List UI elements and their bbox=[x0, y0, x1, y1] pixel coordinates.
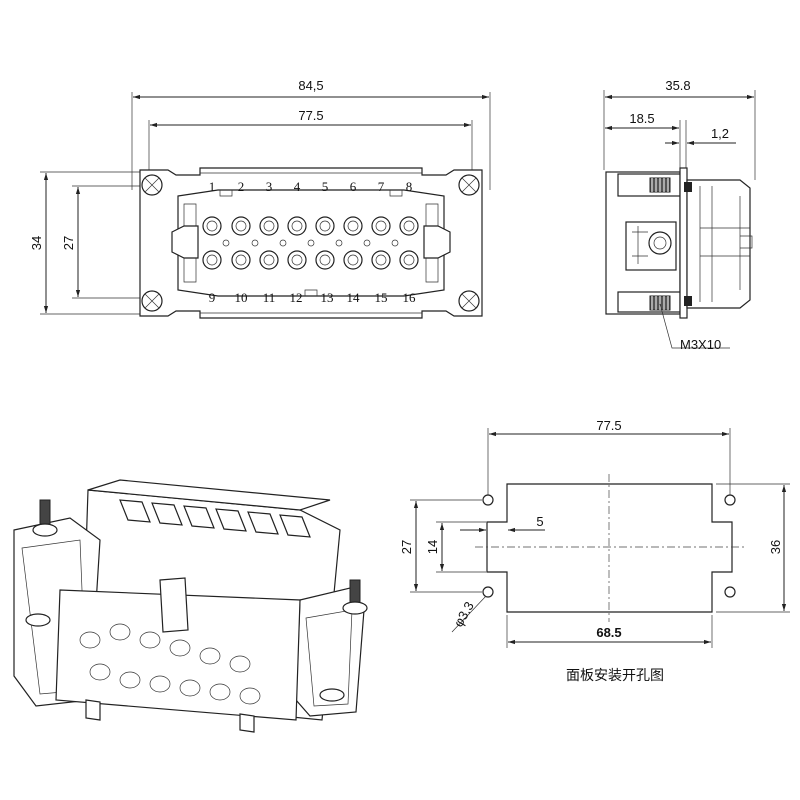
dim-depth-flange: 18.5 bbox=[629, 111, 654, 126]
cutout-view: 77.5 27 14 5 36 68.5 bbox=[399, 418, 790, 684]
contact-insert bbox=[177, 189, 445, 297]
pin-label: 15 bbox=[375, 290, 388, 305]
dim-cutout-overall: 36 bbox=[768, 540, 783, 554]
mounting-hole-icon bbox=[482, 586, 494, 598]
dim-height-inner: 27 bbox=[61, 236, 76, 250]
isometric-view bbox=[13, 479, 368, 733]
dim-depth-overall: 35.8 bbox=[665, 78, 690, 93]
panel-cutout bbox=[486, 483, 733, 613]
pin-label: 8 bbox=[406, 179, 413, 194]
mounting-hole-icon bbox=[724, 586, 736, 598]
screw-size-label: M3X10 bbox=[680, 337, 721, 352]
dim-height-overall: 34 bbox=[29, 236, 44, 250]
screw-icon bbox=[39, 499, 51, 525]
cutout-caption: 面板安装开孔图 bbox=[566, 668, 664, 684]
pin-label: 12 bbox=[290, 290, 303, 305]
front-view: 84,5 77.5 34 27 bbox=[29, 78, 491, 319]
pin-label: 2 bbox=[238, 179, 245, 194]
contact-row-bottom bbox=[202, 250, 419, 270]
mounting-hole-icon bbox=[482, 494, 494, 506]
dim-cutout-inner: 14 bbox=[425, 540, 440, 554]
hole-diameter-label: φ3.3 bbox=[451, 599, 477, 629]
dim-cutout-offset: 5 bbox=[536, 514, 543, 529]
side-insert bbox=[686, 179, 751, 309]
contact-row-top bbox=[202, 216, 419, 236]
lock-pivot-icon bbox=[648, 231, 672, 255]
pin-label: 14 bbox=[347, 290, 361, 305]
dim-flange-thickness: 1,2 bbox=[711, 126, 729, 141]
pin-label: 16 bbox=[403, 290, 417, 305]
pin-label: 9 bbox=[209, 290, 216, 305]
pin-label: 7 bbox=[378, 179, 385, 194]
pin-label: 13 bbox=[321, 290, 334, 305]
pin-label: 3 bbox=[266, 179, 273, 194]
dim-cutout-holes: 77.5 bbox=[596, 418, 621, 433]
dim-cutout-width: 68.5 bbox=[596, 625, 621, 640]
pin-label: 4 bbox=[294, 179, 301, 194]
dim-cutout-height: 27 bbox=[399, 540, 414, 554]
mounting-hole-icon bbox=[724, 494, 736, 506]
side-view: 35.8 18.5 1,2 M3X10 bbox=[603, 78, 756, 352]
pin-label: 1 bbox=[209, 179, 216, 194]
pin-label: 5 bbox=[322, 179, 329, 194]
dim-width-holes: 77.5 bbox=[298, 108, 323, 123]
screw-icon bbox=[349, 579, 361, 605]
pin-label: 11 bbox=[263, 290, 276, 305]
dim-width-overall: 84,5 bbox=[298, 78, 323, 93]
pin-label: 6 bbox=[350, 179, 357, 194]
pin-label: 10 bbox=[235, 290, 248, 305]
